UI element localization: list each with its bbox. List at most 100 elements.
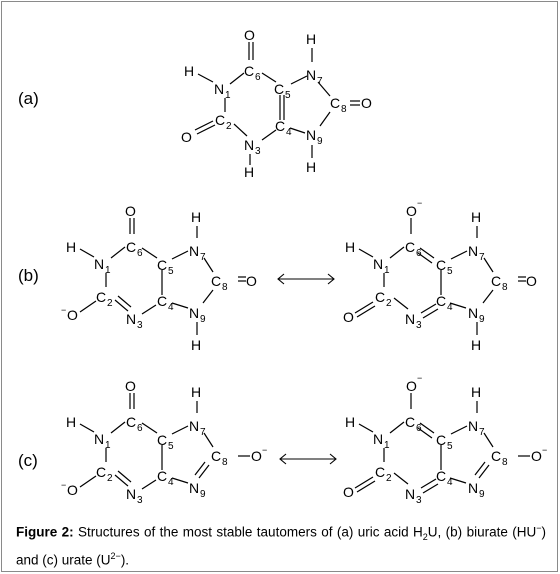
svg-text:7: 7 [479,427,485,438]
atom-C2: C [215,112,225,128]
panel-label-c: (c) [18,451,38,470]
svg-text:2: 2 [386,298,392,309]
charge-minus: − [262,445,267,455]
atom-H: H [66,239,76,255]
atom-N1: N [214,81,224,97]
svg-text:5: 5 [168,441,174,452]
atom-N3: N [405,486,415,502]
svg-text:3: 3 [416,320,422,331]
atom-C4: C [157,468,167,484]
svg-text:6: 6 [137,423,143,434]
atom-H: H [184,63,194,79]
charge-minus: − [417,198,422,208]
atom-O: O [251,448,262,464]
atom-C8: C [211,448,221,464]
caption-label: Figure 2: [16,524,74,540]
svg-text:9: 9 [479,489,485,500]
atom-H: H [191,337,201,353]
svg-text:1: 1 [384,265,390,276]
svg-text:2: 2 [386,473,392,484]
atom-O: O [343,309,354,325]
svg-text:7: 7 [200,427,206,438]
svg-text:5: 5 [285,90,291,101]
panel-label-a: (a) [18,89,39,108]
atom-C5: C [157,432,167,448]
charge-minus: − [61,480,66,490]
atom-N7: N [468,243,478,259]
atom-C5: C [436,432,446,448]
atom-C5: C [157,257,167,273]
atom-C6: C [244,63,254,79]
svg-text:4: 4 [447,302,453,313]
atom-C4: C [275,118,285,134]
svg-text:3: 3 [255,146,261,157]
charge-minus: − [61,305,66,315]
svg-text:8: 8 [222,457,228,468]
svg-text:4: 4 [168,302,174,313]
svg-text:5: 5 [168,266,174,277]
atom-O: O [361,95,372,111]
charge-minus: − [417,373,422,383]
atom-H: H [244,164,254,180]
atom-C4: C [436,468,446,484]
atom-C6: C [126,414,136,430]
svg-text:2: 2 [107,473,113,484]
svg-text:4: 4 [286,127,292,138]
atom-N3: N [126,486,136,502]
atom-N9: N [189,305,199,321]
atom-N7: N [189,418,199,434]
atom-N1: N [94,431,104,447]
biurate-structure-1: O H N 1 C 6 C 5 H N 7 C 8 O C 4 N 9 H C … [61,203,257,353]
atom-O: O [343,484,354,500]
svg-text:9: 9 [200,489,206,500]
figure-caption: Figure 2: Structures of the most stable … [16,523,546,568]
atom-C6: C [405,239,415,255]
svg-text:9: 9 [200,314,206,325]
atom-O: O [181,129,192,145]
svg-text:1: 1 [225,90,231,101]
atom-N7: N [468,418,478,434]
svg-text:5: 5 [447,266,453,277]
atom-N1: N [94,256,104,272]
svg-text:1: 1 [105,440,111,451]
atom-N1: N [373,256,383,272]
atom-H: H [345,414,355,430]
atom-H: H [471,209,481,225]
charge-minus: − [542,445,547,455]
urate-structure-2: − O H N 1 C 6 C 5 H N 7 C 8 O − C 4 N 9 … [343,373,547,506]
uric-acid-structure: O H N 1 C 6 C 5 H N 7 C 8 O C 4 N 9 H C … [181,27,372,180]
svg-text:7: 7 [200,252,206,263]
svg-text:8: 8 [222,282,228,293]
atom-H: H [66,414,76,430]
atom-C5: C [436,257,446,273]
atom-O: O [406,203,417,219]
atom-N1: N [373,431,383,447]
atom-C2: C [375,289,385,305]
svg-text:8: 8 [341,104,347,115]
biurate-structure-2: − O H N 1 C 6 C 5 H N 7 C 8 O C 4 N 9 H … [343,198,537,353]
svg-text:6: 6 [416,248,422,259]
panel-label-b: (b) [18,266,39,285]
atom-C8: C [491,448,501,464]
atom-N9: N [306,127,316,143]
atom-C5: C [274,81,284,97]
svg-text:2: 2 [107,298,113,309]
svg-text:5: 5 [447,441,453,452]
atom-C8: C [211,273,221,289]
atom-O: O [531,448,542,464]
atom-N3: N [126,311,136,327]
atom-H: H [471,337,481,353]
atom-O: O [125,203,136,219]
atom-H: H [471,384,481,400]
atom-O: O [406,378,417,394]
atom-O: O [67,482,78,498]
atom-C2: C [96,464,106,480]
atom-N3: N [244,137,254,153]
atom-H: H [191,209,201,225]
atom-O: O [244,27,255,43]
urate-structure-1: O H N 1 C 6 C 5 H N 7 C 8 O − C 4 N 9 C … [61,378,267,506]
atom-N9: N [468,480,478,496]
atom-O: O [246,273,257,289]
atom-N7: N [306,67,316,83]
resonance-arrow-c [279,453,337,465]
